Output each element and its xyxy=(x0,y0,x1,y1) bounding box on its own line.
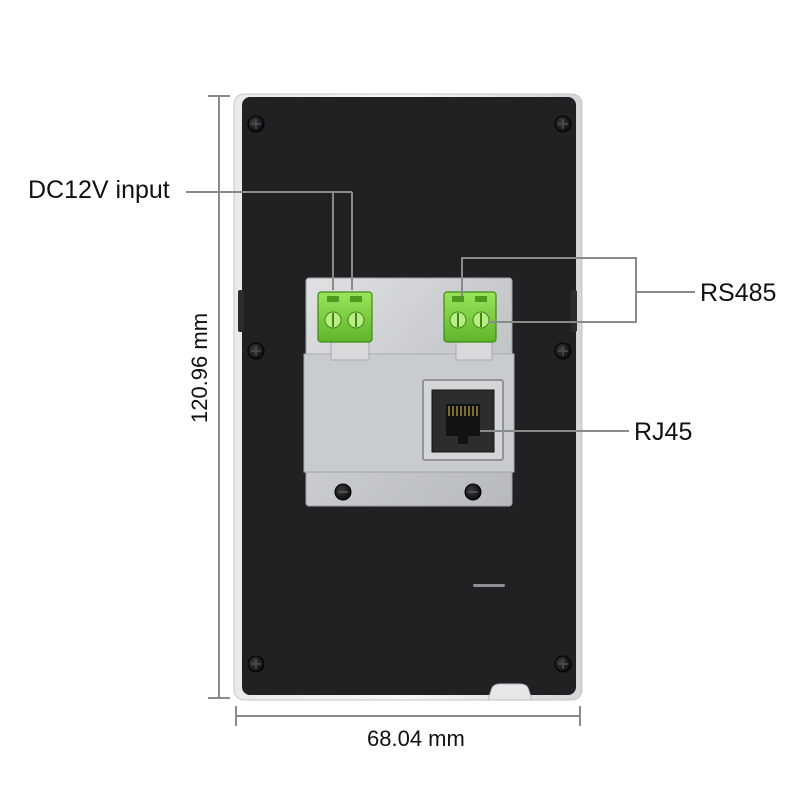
rs485-terminal-block xyxy=(443,291,497,361)
side-slot-left xyxy=(238,290,244,332)
dimension-lines xyxy=(208,95,581,726)
panel-screws xyxy=(247,115,572,673)
side-slot-right xyxy=(571,290,577,332)
leader-lines xyxy=(186,191,695,432)
rs485-label: RS485 xyxy=(700,279,777,307)
dc12v-input-label: DC12V input xyxy=(28,176,170,204)
dc-terminal-block xyxy=(317,291,373,361)
rj45-port xyxy=(422,379,504,461)
rj45-label: RJ45 xyxy=(634,418,693,446)
height-dimension-label: 120.96 mm xyxy=(187,312,212,424)
width-dimension-label: 68.04 mm xyxy=(367,726,465,751)
bracket-screws xyxy=(334,483,482,501)
led-indicator xyxy=(473,584,505,587)
bottom-notch xyxy=(487,683,533,701)
